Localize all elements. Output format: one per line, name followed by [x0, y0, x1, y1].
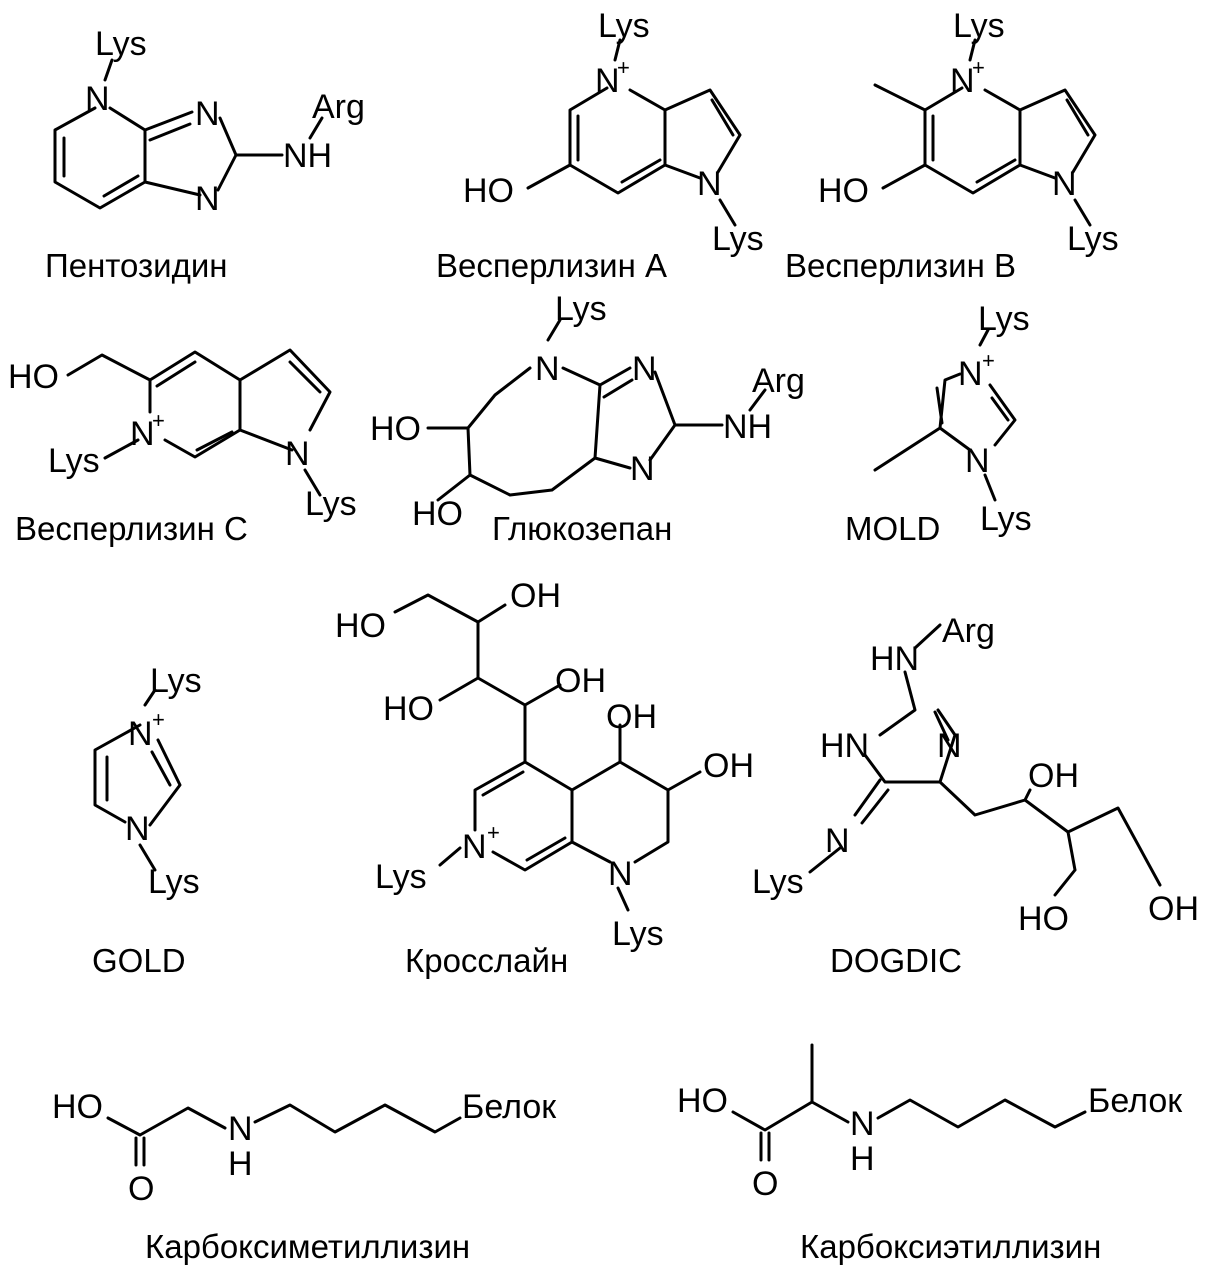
atom-oh: OH	[703, 747, 754, 785]
vesperlysine-c-structure: N + N HO Lys Lys Весперлизин C	[8, 348, 357, 547]
atom-nh: NH	[723, 408, 772, 446]
compound-name: Карбоксиметиллизин	[145, 1228, 470, 1265]
atom-h: H	[850, 1140, 875, 1178]
crossline-structure: HO OH HO OH OH OH N + N Lys Lys Кросслай…	[335, 577, 754, 979]
atom-n: N	[195, 95, 220, 133]
atom-lys: Lys	[148, 863, 200, 901]
atom-lys: Lys	[980, 500, 1032, 538]
atom-o: O	[128, 1170, 154, 1208]
atom-n: N	[825, 822, 850, 860]
compound-name: DOGDIC	[830, 942, 962, 979]
vesperlysine-a-structure: N + N HO Lys Lys Весперлизин A	[436, 7, 764, 284]
atom-oh: OH	[555, 662, 606, 700]
atom-n: N	[195, 180, 220, 218]
atom-n: N	[965, 442, 990, 480]
atom-oh: OH	[606, 698, 657, 736]
compound-name: Пентозидин	[45, 247, 228, 284]
vesperlysine-b-structure: N + N HO Lys Lys Весперлизин B	[785, 7, 1119, 284]
atom-nh: NH	[283, 137, 332, 175]
pentosidine-structure: N N N NH Lys Arg Пентозидин	[45, 25, 365, 284]
atom-n: N	[1052, 165, 1077, 203]
atom-n: N	[697, 165, 722, 203]
atom-lys: Lys	[375, 858, 427, 896]
compound-name: Кросслайн	[405, 942, 568, 979]
atom-n: N	[462, 828, 487, 866]
protein-label: Белок	[462, 1088, 557, 1126]
atom-ho: HO	[370, 410, 421, 448]
atom-n: N	[535, 350, 560, 388]
atom-lys: Lys	[305, 485, 357, 523]
atom-n: N	[285, 435, 310, 473]
atom-h: H	[228, 1145, 253, 1183]
compound-name: Весперлизин B	[785, 247, 1016, 284]
atom-ho: HO	[1018, 900, 1069, 938]
atom-n: N	[958, 355, 983, 393]
atom-lys: Lys	[978, 300, 1030, 338]
atom-lys: Lys	[752, 863, 804, 901]
dogdic-structure: HN Arg HN N N Lys OH HO OH DOGDIC	[752, 612, 1199, 979]
atom-hn: HN	[870, 640, 919, 678]
charge-plus: +	[152, 408, 165, 433]
protein-label: Белок	[1088, 1082, 1183, 1120]
atom-oh: OH	[510, 577, 561, 615]
charge-plus: +	[972, 55, 985, 80]
compound-name: MOLD	[845, 510, 940, 547]
carboxymethyllysine-structure: HO O N H Белок Карбоксиметиллизин	[52, 1088, 557, 1265]
atom-n: N	[630, 450, 655, 488]
atom-ho: HO	[677, 1082, 728, 1120]
mold-structure: N + N Lys Lys MOLD	[845, 300, 1032, 547]
charge-plus: +	[152, 707, 165, 732]
atom-lys: Lys	[953, 7, 1005, 45]
compound-name: GOLD	[92, 942, 186, 979]
atom-n: N	[128, 715, 153, 753]
atom-lys: Lys	[150, 662, 202, 700]
atom-hn: HN	[820, 727, 869, 765]
charge-plus: +	[487, 820, 500, 845]
atom-n: N	[850, 1105, 875, 1143]
charge-plus: +	[617, 55, 630, 80]
atom-arg: Arg	[312, 88, 365, 126]
atom-ho: HO	[8, 358, 59, 396]
gold-structure: N + N Lys Lys GOLD	[92, 662, 202, 979]
compound-name: Весперлизин C	[15, 510, 248, 547]
compound-name: Карбоксиэтиллизин	[800, 1228, 1101, 1265]
atom-n: N	[632, 350, 657, 388]
atom-n: N	[608, 855, 633, 893]
atom-ho: HO	[335, 607, 386, 645]
atom-n: N	[228, 1110, 253, 1148]
atom-lys: Lys	[555, 290, 607, 328]
atom-lys: Lys	[95, 25, 147, 63]
atom-lys: Lys	[598, 7, 650, 45]
carboxyethyllysine-structure: HO O N H Белок Карбоксиэтиллизин	[677, 1043, 1183, 1265]
atom-lys: Lys	[712, 220, 764, 258]
atom-ho: HO	[52, 1088, 103, 1126]
glucosepane-structure: N N N NH HO HO Lys Arg Глюкозепан	[370, 290, 805, 547]
atom-n: N	[950, 62, 975, 100]
atom-lys: Lys	[1067, 220, 1119, 258]
atom-lys: Lys	[612, 915, 664, 953]
atom-n: N	[125, 810, 150, 848]
atom-ho: HO	[412, 495, 463, 533]
compound-name: Глюкозепан	[492, 510, 672, 547]
atom-n: N	[937, 727, 962, 765]
atom-oh: OH	[1028, 757, 1079, 795]
atom-n: N	[130, 415, 155, 453]
atom-ho: HO	[463, 172, 514, 210]
atom-n: N	[595, 62, 620, 100]
atom-ho: HO	[818, 172, 869, 210]
atom-lys: Lys	[48, 442, 100, 480]
atom-arg: Arg	[942, 612, 995, 650]
atom-arg: Arg	[752, 362, 805, 400]
atom-o: O	[752, 1165, 778, 1203]
atom-ho: HO	[383, 690, 434, 728]
atom-n: N	[85, 80, 110, 118]
atom-oh: OH	[1148, 890, 1199, 928]
compound-name: Весперлизин A	[436, 247, 667, 284]
charge-plus: +	[982, 348, 995, 373]
